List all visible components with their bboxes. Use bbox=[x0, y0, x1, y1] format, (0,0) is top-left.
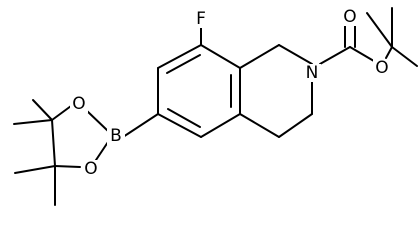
ester-oxygen-atom-label: O bbox=[375, 58, 388, 78]
tert-butyl-bond bbox=[366, 12, 393, 48]
ring-bond bbox=[200, 44, 241, 69]
ring-bond bbox=[157, 113, 202, 138]
fluorine-label-bg bbox=[193, 10, 209, 28]
boronate-ring-bond bbox=[51, 119, 56, 167]
ring-bond bbox=[200, 113, 241, 138]
ester-oxygen-label-bg bbox=[373, 59, 391, 77]
nitrogen-label-bg bbox=[303, 64, 321, 82]
tert-butyl-bond bbox=[385, 46, 393, 59]
boronate-oxygen-top-label-bg bbox=[70, 95, 88, 113]
nitrogen-atom-label: N bbox=[306, 63, 319, 83]
bond-layer bbox=[13, 7, 418, 206]
molecule-svg: F N O O B O O bbox=[13, 7, 418, 206]
boronate-bond bbox=[93, 141, 109, 164]
boron-label-bg bbox=[107, 127, 125, 145]
boronate-bond bbox=[85, 109, 109, 132]
boron-aryl-bond bbox=[122, 113, 159, 138]
chemical-structure-diagram: F N O O B O O bbox=[13, 7, 418, 206]
tert-butyl-bond bbox=[391, 46, 418, 67]
ring-bond bbox=[278, 44, 313, 65]
boron-atom-label: B bbox=[110, 126, 122, 146]
ring-bond bbox=[239, 44, 280, 69]
aromatic-double-bond bbox=[166, 54, 201, 74]
boronate-ring-bond bbox=[51, 105, 72, 121]
ring-bond bbox=[278, 113, 313, 138]
boronate-ring-bond bbox=[54, 165, 81, 168]
methyl-bond bbox=[14, 165, 56, 174]
carbonyl-oxygen-atom-label: O bbox=[343, 7, 356, 27]
boronate-oxygen-bottom-atom-label: O bbox=[84, 159, 97, 179]
ring-bond bbox=[157, 44, 202, 69]
aromatic-double-bond bbox=[167, 108, 201, 128]
atom-label-layer: F N O O B O O bbox=[70, 7, 391, 179]
methyl-bond bbox=[13, 119, 53, 125]
carbonyl-oxygen-label-bg bbox=[341, 8, 359, 26]
methyl-bond bbox=[32, 99, 53, 121]
carbamate-bond bbox=[319, 46, 351, 65]
ring-bond bbox=[239, 113, 280, 138]
boronate-oxygen-bottom-label-bg bbox=[82, 160, 100, 178]
fluorine-atom-label: F bbox=[196, 9, 206, 29]
boronate-oxygen-top-atom-label: O bbox=[72, 94, 85, 114]
